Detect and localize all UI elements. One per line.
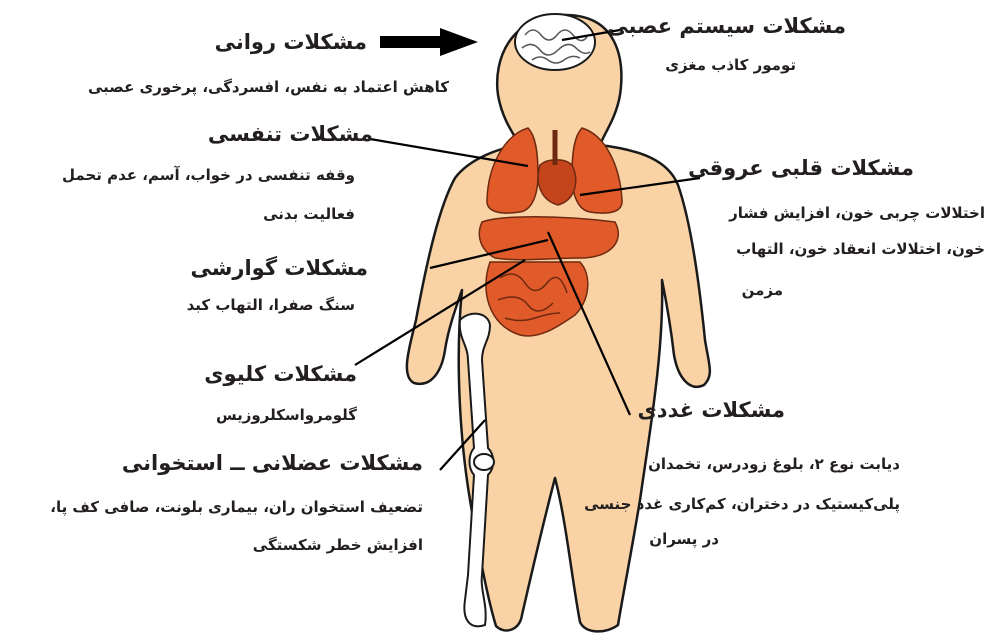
digestive-desc-line-1: سنگ صفرا، التهاب کبد: [187, 288, 355, 323]
nervous-desc-line-1: تومور کاذب مغزی: [665, 48, 796, 83]
kidney-desc-line-1: گلومرواسکلروزیس: [216, 398, 357, 433]
lungs-illustration: [487, 128, 622, 213]
musculo-title: مشکلات عضلانی ــ استخوانی: [122, 451, 423, 475]
digestive-title: مشکلات گوارشی: [190, 256, 368, 280]
musculo-desc-line-2: افزایش خطر شکستگی: [253, 528, 423, 563]
cardio-desc-line-1: اختلالات چربی خون، افزایش فشار: [729, 196, 985, 231]
arrow-icon: [380, 28, 478, 56]
psych-desc-line-1: کاهش اعتماد به نفس، افسردگی، پرخوری عصبی: [88, 70, 449, 105]
musculo-desc-line-1: تضعیف استخوان ران، بیماری بلونت، صافی کف…: [50, 490, 423, 525]
endocrine-desc-line-3: در پسران: [649, 522, 719, 557]
endocrine-desc-line-2: پلی‌کیستیک در دختران، کم‌کاری غدد جنسی: [584, 487, 900, 522]
cardio-desc-line-2: خون، اختلالات انعقاد خون، التهاب: [736, 232, 985, 267]
respiratory-desc-line-2: فعالیت بدنی: [263, 197, 355, 232]
nervous-title: مشکلات سیستم عصبی: [607, 14, 846, 38]
endocrine-desc-line-1: دیابت نوع ۲، بلوغ زودرس، تخمدان: [648, 447, 900, 482]
respiratory-desc-line-1: وقفه تنفسی در خواب، آسم، عدم تحمل: [62, 158, 355, 193]
endocrine-title: مشکلات غددی: [638, 398, 785, 422]
brain-illustration: [515, 14, 595, 70]
cardio-title: مشکلات قلبی عروقی: [688, 156, 914, 180]
respiratory-title: مشکلات تنفسی: [208, 122, 373, 146]
psych-title: مشکلات روانی: [215, 30, 367, 54]
kidney-title: مشکلات کلیوی: [204, 362, 357, 386]
cardio-desc-line-3: مزمن: [742, 273, 783, 308]
